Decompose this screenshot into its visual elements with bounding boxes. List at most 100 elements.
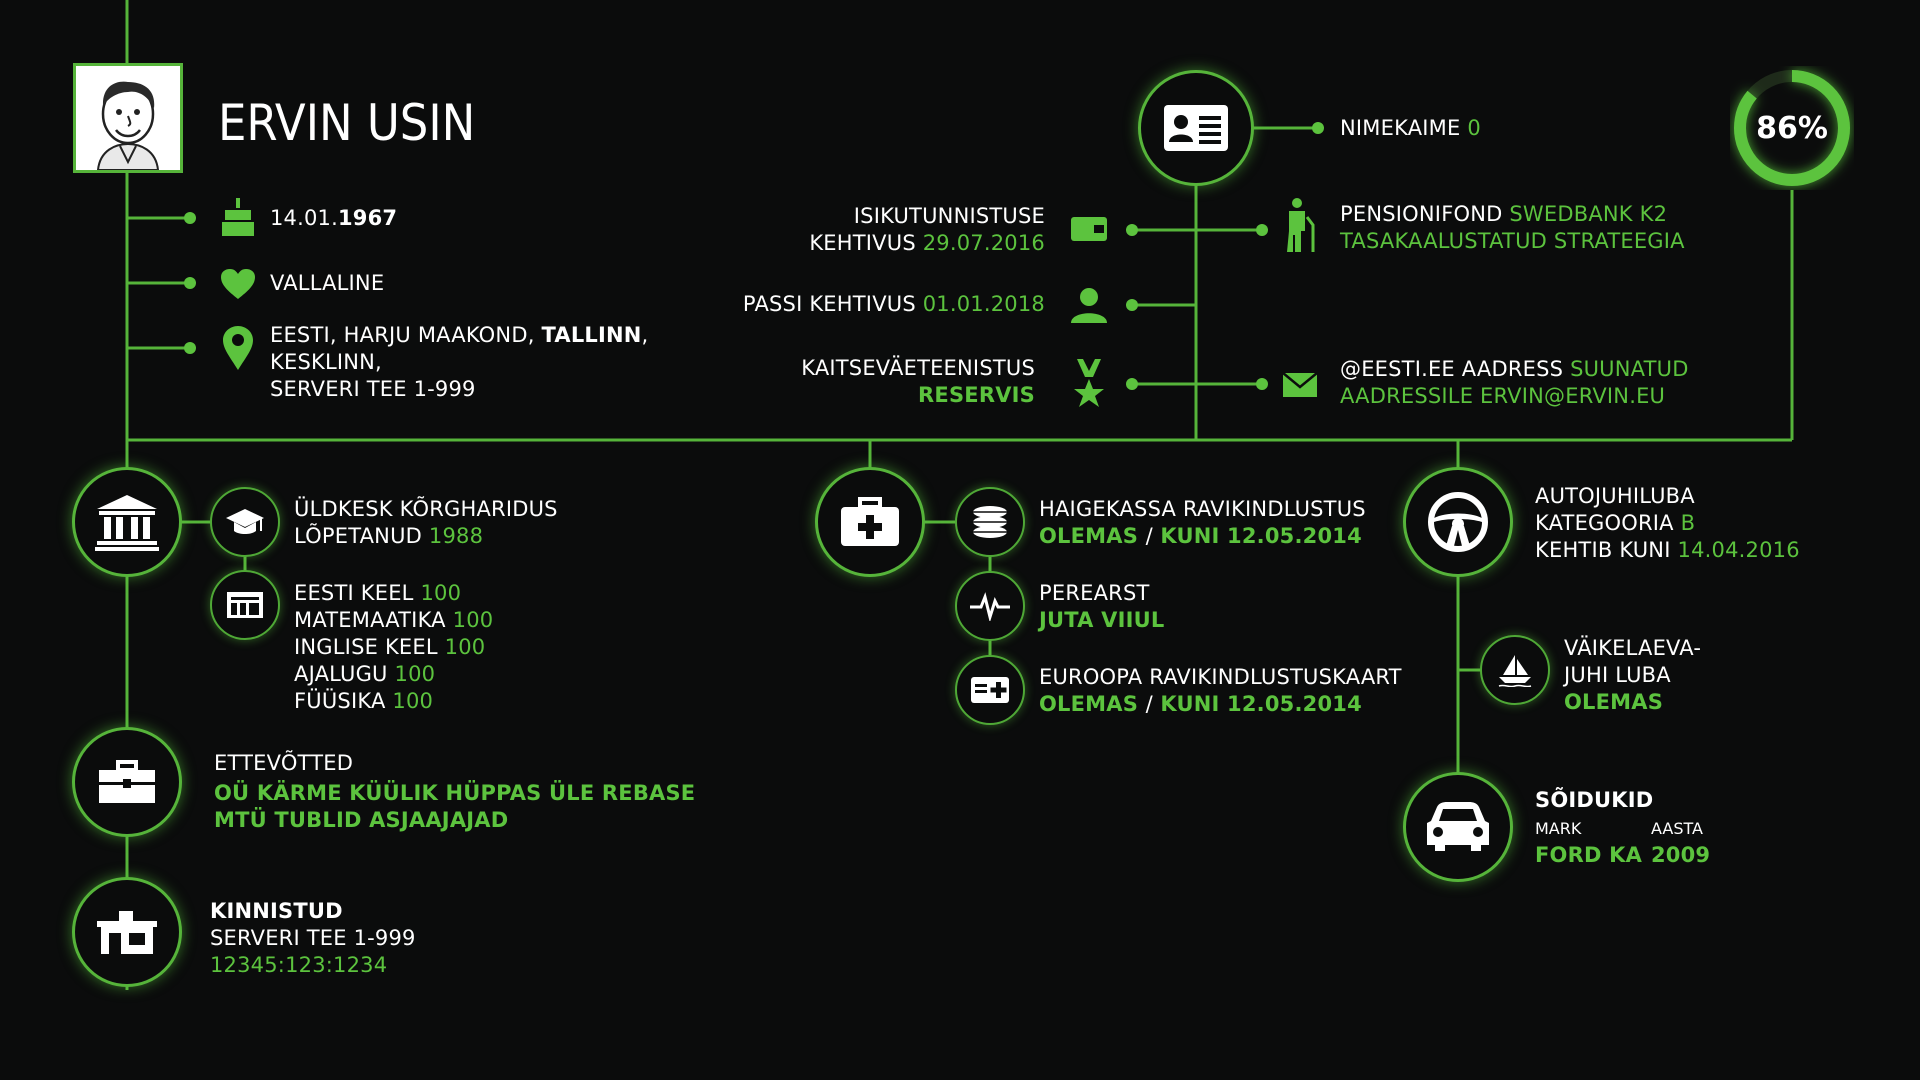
pension-strategy: TASAKAALUSTATUD STRATEEGIA bbox=[1340, 229, 1685, 253]
family-doctor: PEREARST JUTA VIIUL bbox=[1039, 580, 1164, 634]
exam-subject: MATEMAATIKA bbox=[294, 608, 446, 632]
medkit-icon bbox=[841, 497, 899, 546]
email-forwarded: SUUNATUD bbox=[1570, 357, 1689, 381]
dot-birth bbox=[184, 212, 196, 224]
address-block: EESTI, HARJU MAAKOND, TALLINN, KESKLINN,… bbox=[270, 322, 648, 403]
birth-day: 14.01. bbox=[270, 206, 338, 230]
exam-row: EESTI KEEL 100 bbox=[294, 580, 493, 607]
exam-row: AJALUGU 100 bbox=[294, 661, 493, 688]
category-value: B bbox=[1680, 511, 1696, 535]
exam-results: EESTI KEEL 100 MATEMAATIKA 100 INGLISE K… bbox=[294, 580, 493, 715]
location-pin-icon bbox=[220, 324, 256, 372]
id-value: 29.07.2016 bbox=[922, 231, 1045, 255]
completion-ring: 86% bbox=[1730, 66, 1854, 190]
exam-row: FÜÜSIKA 100 bbox=[294, 688, 493, 715]
insurance-separator: / bbox=[1145, 524, 1153, 548]
address-line-2: KESKLINN, bbox=[270, 350, 382, 374]
property-label: KINNISTUD bbox=[210, 899, 343, 923]
email-label: @EESTI.EE AADRESS bbox=[1340, 357, 1564, 381]
exam-subject: FÜÜSIKA bbox=[294, 689, 386, 713]
dot-email bbox=[1256, 378, 1268, 390]
property-node bbox=[72, 877, 182, 987]
health-insurance: HAIGEKASSA RAVIKINDLUSTUS OLEMAS / KUNI … bbox=[1039, 496, 1366, 550]
id-label-2: KEHTIVUS bbox=[809, 231, 916, 255]
defense-value: RESERVIS bbox=[918, 383, 1035, 407]
avatar bbox=[73, 63, 183, 173]
graduated-year: 1988 bbox=[428, 524, 484, 548]
exam-score: 100 bbox=[392, 689, 434, 713]
license-valid-label: KEHTIB KUNI bbox=[1535, 538, 1671, 562]
license-valid-value: 14.04.2016 bbox=[1677, 538, 1800, 562]
exam-score: 100 bbox=[420, 581, 462, 605]
exam-score: 100 bbox=[452, 608, 494, 632]
dot-address bbox=[184, 342, 196, 354]
license-label: AUTOJUHILUBA bbox=[1535, 484, 1695, 508]
medal-icon bbox=[1068, 356, 1110, 410]
vehicles-label: SÕIDUKID bbox=[1535, 788, 1654, 812]
graduation-node bbox=[210, 487, 280, 557]
dot-passport bbox=[1126, 299, 1138, 311]
defense-label: KAITSEVÄETEENISTUS bbox=[801, 356, 1035, 380]
defense-service: KAITSEVÄETEENISTUS RESERVIS bbox=[700, 355, 1035, 409]
companies-node bbox=[72, 727, 182, 837]
steering-wheel-icon bbox=[1428, 492, 1488, 552]
pension-provider: SWEDBANK K2 bbox=[1509, 202, 1668, 226]
doctor-label: PEREARST bbox=[1039, 581, 1150, 605]
passport-value: 01.01.2018 bbox=[922, 292, 1045, 316]
birth-date: 14.01.1967 bbox=[270, 205, 397, 232]
doctor-name: JUTA VIIUL bbox=[1039, 608, 1165, 632]
eu-health-card: EUROOPA RAVIKINDLUSTUSKAART OLEMAS / KUN… bbox=[1039, 664, 1402, 718]
dot-status bbox=[184, 277, 196, 289]
category-label: KATEGOORIA bbox=[1535, 511, 1674, 535]
exam-score: 100 bbox=[444, 635, 486, 659]
heartbeat-icon bbox=[970, 592, 1010, 621]
eu-card-status: OLEMAS bbox=[1039, 692, 1139, 716]
sailboat-icon bbox=[1498, 655, 1532, 687]
make-value: FORD KA bbox=[1535, 843, 1643, 867]
property-address: SERVERI TEE 1-999 bbox=[210, 926, 416, 950]
briefcase-icon bbox=[99, 760, 155, 803]
namelist-label: NIMEKAIME bbox=[1340, 116, 1461, 140]
education-title: ÜLDKESK KÕRGHARIDUS bbox=[294, 497, 558, 521]
eu-card-node bbox=[955, 655, 1025, 725]
car-icon bbox=[1427, 802, 1489, 851]
id-validity: ISIKUTUNNISTUSE KEHTIVUS 29.07.2016 bbox=[700, 203, 1045, 257]
driving-license-node bbox=[1403, 467, 1513, 577]
birth-year: 1967 bbox=[338, 206, 398, 230]
completion-label: 86% bbox=[1756, 110, 1828, 146]
company-list: OÜ KÄRME KÜÜLIK HÜPPAS ÜLE REBASE MTÜ TU… bbox=[214, 780, 695, 834]
address-line-3: SERVERI TEE 1-999 bbox=[270, 377, 476, 401]
house-icon bbox=[97, 911, 157, 954]
companies-label: ETTEVÕTTED bbox=[214, 751, 354, 775]
pension-fund: PENSIONIFOND SWEDBANK K2 TASAKAALUSTATUD… bbox=[1340, 201, 1685, 255]
eu-card-until: KUNI 12.05.2014 bbox=[1160, 692, 1362, 716]
company-item: MTÜ TUBLID ASJAAJAJAD bbox=[214, 808, 509, 832]
dot-pension bbox=[1256, 224, 1268, 236]
completion-ring-svg bbox=[1734, 70, 1850, 186]
eu-card-separator: / bbox=[1145, 692, 1153, 716]
certificate-icon bbox=[227, 592, 263, 618]
dot-namelist bbox=[1312, 122, 1324, 134]
address-region: EESTI, HARJU MAAKOND, bbox=[270, 323, 535, 347]
namelist-value: 0 bbox=[1467, 116, 1481, 140]
insurance-node bbox=[955, 487, 1025, 557]
vehicles-node bbox=[1403, 772, 1513, 882]
heart-icon bbox=[218, 266, 258, 302]
coins-icon bbox=[973, 506, 1007, 538]
health-card-icon bbox=[971, 677, 1009, 703]
exam-row: INGLISE KEEL 100 bbox=[294, 634, 493, 661]
address-line-1: EESTI, HARJU MAAKOND, TALLINN, bbox=[270, 322, 648, 349]
passport-label: PASSI KEHTIVUS bbox=[742, 292, 916, 316]
wallet-icon bbox=[1068, 214, 1110, 244]
marital-status: VALLALINE bbox=[270, 271, 385, 295]
bank-icon bbox=[95, 495, 159, 551]
year-header: AASTA bbox=[1651, 819, 1703, 838]
id-card-icon bbox=[1164, 105, 1228, 151]
email-target: AADRESSILE ERVIN@ERVIN.EU bbox=[1340, 384, 1666, 408]
exam-subject: AJALUGU bbox=[294, 662, 388, 686]
graduation-cap-icon bbox=[226, 509, 264, 534]
insurance-label: HAIGEKASSA RAVIKINDLUSTUS bbox=[1039, 497, 1366, 521]
health-node bbox=[815, 467, 925, 577]
completion-arc bbox=[1734, 70, 1850, 186]
